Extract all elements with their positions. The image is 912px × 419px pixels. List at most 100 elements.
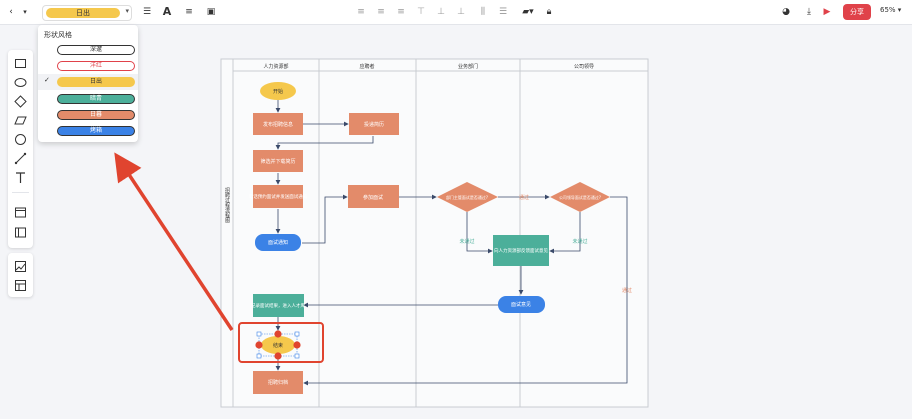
- lane-header: 人力资源部: [263, 63, 288, 70]
- resize-handle[interactable]: [294, 331, 300, 337]
- parallelogram-tool-icon[interactable]: [14, 114, 27, 127]
- style-option-richu[interactable]: ✓ 日出: [38, 74, 138, 90]
- style-option-shenlan[interactable]: 深邃: [38, 42, 138, 58]
- style-option-kaoxiang[interactable]: 烤箱: [38, 123, 138, 139]
- align-bottom-icon[interactable]: ⊥: [457, 6, 465, 17]
- line-style-icon[interactable]: ≡: [185, 6, 193, 17]
- result-node[interactable]: [498, 296, 545, 313]
- style-option-rimu[interactable]: 日暮: [38, 107, 138, 123]
- lane-header: 公司领导: [574, 63, 594, 70]
- node-label: 部门主管面试是否通过?: [446, 194, 488, 200]
- notify-node[interactable]: [253, 185, 303, 208]
- archive-node[interactable]: [253, 371, 303, 394]
- chevron-down-icon: ▾: [897, 6, 902, 14]
- node-label: 公司领导面试是否通过?: [559, 194, 601, 200]
- node-label: 招聘归档: [268, 379, 288, 386]
- edge-label: 未通过: [572, 238, 587, 245]
- node-label: 筛选并下载简历: [260, 158, 295, 165]
- swimlane-tool-icon[interactable]: [14, 226, 27, 239]
- chevron-left-icon: ‹: [9, 6, 13, 17]
- download-icon[interactable]: ⤓: [807, 6, 811, 17]
- container-tool-icon[interactable]: [14, 206, 27, 219]
- screen-node[interactable]: [253, 150, 303, 172]
- align-left-icon[interactable]: ≡: [357, 6, 365, 17]
- node-label: 面试通知: [268, 239, 288, 246]
- shape-style-value: 日出: [46, 8, 120, 18]
- text-tool-icon[interactable]: [14, 171, 27, 184]
- shape-style-dropdown: 形状风格 深邃 洋红 ✓ 日出 暗青 日暮 烤箱: [38, 25, 138, 142]
- layer-order-icon[interactable]: ▰▾: [522, 6, 534, 17]
- back-button[interactable]: ‹: [5, 3, 17, 20]
- format-settings-icon[interactable]: ☰: [142, 6, 152, 17]
- present-icon[interactable]: ▶: [823, 6, 831, 17]
- publish-node[interactable]: [253, 113, 303, 135]
- style-option-yanghong[interactable]: 洋红: [38, 58, 138, 74]
- shape-style-select[interactable]: 日出 ▾: [42, 5, 132, 21]
- leader-review-node[interactable]: [550, 182, 610, 212]
- record-node[interactable]: [253, 294, 304, 317]
- resize-handle[interactable]: [256, 331, 262, 337]
- node-label: 向人力资源部反馈面试意见: [494, 247, 548, 254]
- align-top-icon[interactable]: ⊤: [417, 6, 425, 17]
- edge-label: 通过: [622, 287, 632, 294]
- connect-up-handle[interactable]: [274, 330, 282, 338]
- style-option-anqing[interactable]: 暗青: [38, 91, 138, 107]
- image-insert-icon[interactable]: [14, 260, 27, 273]
- connect-right-handle[interactable]: [293, 341, 301, 349]
- top-toolbar: ‹ ▾ 日出 ▾ ☰ A ≡ ▣ ≡ ≡ ≡ ⊤ ⊥ ⊥ ⫼ ☰ ▰▾ 🔒︎ ◕…: [0, 0, 912, 25]
- connect-down-handle[interactable]: [274, 352, 282, 360]
- template-icon[interactable]: [14, 279, 27, 292]
- align-middle-icon[interactable]: ⊥: [437, 6, 445, 17]
- rectangle-tool-icon[interactable]: [14, 57, 27, 70]
- chevron-down-icon: ▾: [125, 7, 129, 15]
- text-style-icon[interactable]: A: [162, 5, 172, 18]
- style-option-label: 烤箱: [57, 126, 135, 136]
- resize-handle[interactable]: [294, 353, 300, 359]
- distribute-horizontal-icon[interactable]: ⫼: [480, 6, 486, 17]
- history-dropdown[interactable]: ▾: [19, 3, 31, 20]
- style-option-label: 暗青: [57, 94, 135, 104]
- confirm-node[interactable]: [255, 234, 301, 251]
- style-option-label: 日出: [57, 77, 135, 87]
- palette-icon[interactable]: ◕: [782, 6, 790, 17]
- align-center-icon[interactable]: ≡: [377, 6, 385, 17]
- image-icon[interactable]: ▣: [206, 6, 216, 17]
- node-label: 投递简历: [364, 121, 384, 128]
- node-label: 面试意见: [511, 301, 531, 308]
- diamond-tool-icon[interactable]: [14, 95, 27, 108]
- circle-tool-icon[interactable]: [14, 133, 27, 146]
- style-option-label: 日暮: [57, 110, 135, 120]
- node-label: 发布招聘信息: [263, 121, 293, 128]
- feedback-node[interactable]: [493, 235, 549, 266]
- submit-node[interactable]: [349, 113, 399, 135]
- connect-left-handle[interactable]: [255, 341, 263, 349]
- lane-header: 应聘者: [359, 63, 374, 70]
- node-label: 参加面试: [363, 194, 383, 201]
- node-label: 开始: [273, 88, 283, 95]
- line-tool-icon[interactable]: [14, 152, 27, 165]
- lock-icon[interactable]: 🔒︎: [546, 6, 552, 17]
- style-option-label: 洋红: [57, 61, 135, 71]
- zoom-level[interactable]: 65% ▾: [880, 6, 901, 14]
- align-right-icon[interactable]: ≡: [397, 6, 405, 17]
- chevron-down-icon: ▾: [23, 7, 27, 16]
- annotation-arrow: [114, 152, 234, 331]
- shape-toolbar: [8, 50, 33, 248]
- attend-node[interactable]: [348, 185, 399, 208]
- diagram-side-label: 招聘过程流程图: [224, 187, 230, 224]
- share-button[interactable]: 分享: [843, 4, 871, 20]
- swimlane-frame: [220, 58, 649, 408]
- check-icon: ✓: [44, 76, 50, 84]
- highlight-box: [238, 322, 324, 363]
- insert-toolbar: [8, 253, 33, 297]
- dropdown-title: 形状风格: [44, 31, 72, 39]
- start-node[interactable]: [260, 82, 296, 100]
- divider: [12, 192, 29, 193]
- end-node[interactable]: [261, 336, 295, 354]
- node-label: 结束: [273, 342, 283, 349]
- dept-review-node[interactable]: [437, 182, 498, 212]
- distribute-vertical-icon[interactable]: ☰: [498, 6, 508, 17]
- resize-handle[interactable]: [256, 353, 262, 359]
- ellipse-tool-icon[interactable]: [14, 76, 27, 89]
